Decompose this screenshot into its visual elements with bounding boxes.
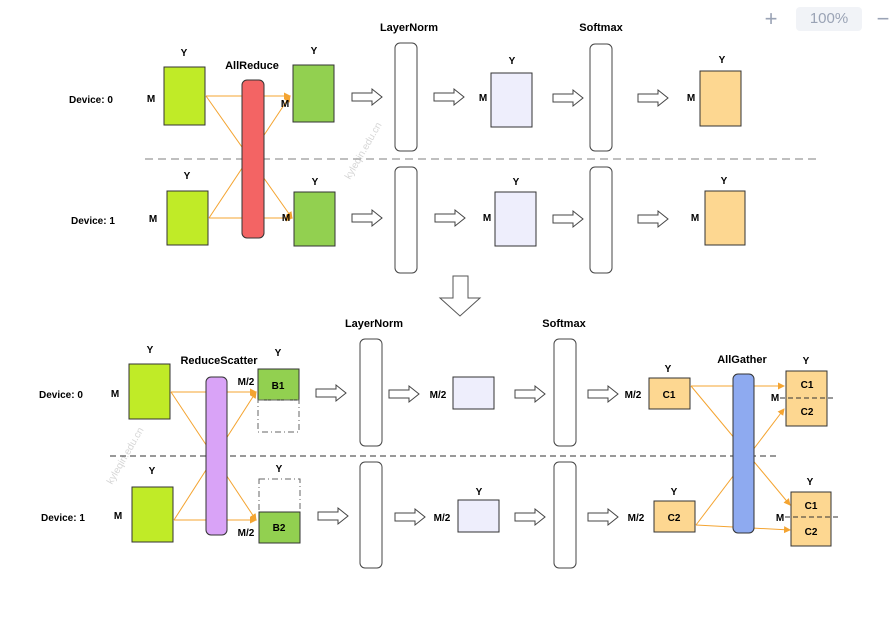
layernorm-bar-device-1 [394, 166, 418, 274]
gathered-c2-label: C2 [805, 527, 818, 538]
watermark-top: kyleqin.edu.cn [343, 121, 384, 182]
gathered-c2-label: C2 [801, 407, 814, 418]
shard-b2-empty-half [258, 478, 301, 513]
softmax-output-device-1 [704, 190, 746, 246]
shard-b1-block [257, 368, 300, 401]
allgather-label: AllGather [717, 354, 767, 366]
zoom-in-button[interactable]: + [758, 6, 784, 32]
reducescatter-bar [205, 376, 228, 536]
device-0-label: Device: 0 [69, 95, 113, 106]
input-y-label: Y [184, 171, 191, 182]
hollow-arrows-bottom [315, 383, 619, 527]
layernorm-out-m-label: M [483, 213, 491, 224]
c-y-label: Y [665, 364, 672, 375]
c-m2-label: M/2 [628, 513, 645, 524]
input-y-label: Y [181, 48, 188, 59]
layernorm-output-device-0 [490, 72, 533, 128]
output-y-label: Y [312, 177, 319, 188]
transition-down-arrow [438, 275, 482, 317]
zoom-out-button[interactable]: − [870, 6, 896, 32]
shard-b2-label: B2 [273, 523, 286, 534]
gathered-c1-label: C1 [801, 380, 814, 391]
layernorm-bar-device-0 [394, 42, 418, 152]
softmax-bar-device-0 [589, 43, 613, 152]
gathered-y-label: Y [807, 477, 814, 488]
output-y-label: Y [311, 46, 318, 57]
minus-icon: − [876, 6, 890, 31]
layernorm-out-y-label: Y [476, 487, 483, 498]
c1-block [648, 377, 691, 410]
layernorm-out-y-label: Y [513, 177, 520, 188]
input-y-label: Y [147, 345, 154, 356]
allgather-bar [732, 373, 755, 534]
softmax-output-device-0 [699, 70, 742, 127]
layernorm-out-m2-label: M/2 [434, 513, 451, 524]
softmax-bar-device-1 [553, 461, 577, 569]
input-m-label: M [149, 214, 157, 225]
input-block-device-1 [166, 190, 209, 246]
c-m2-label: M/2 [625, 390, 642, 401]
input-block-device-1 [131, 486, 174, 543]
input-m-label: M [147, 94, 155, 105]
c1-label: C1 [663, 390, 676, 401]
input-block-device-0 [163, 66, 206, 126]
input-m-label: M [114, 511, 122, 522]
softmax-label: Softmax [542, 318, 586, 330]
layernorm-output-device-1 [494, 191, 537, 247]
gathered-c1-label: C1 [805, 501, 818, 512]
input-block-device-0 [128, 363, 171, 420]
shard-y-label: Y [275, 348, 282, 359]
gathered-y-label: Y [803, 356, 810, 367]
layernorm-bar-device-0 [359, 338, 383, 447]
layernorm-out-m-label: M [479, 93, 487, 104]
output-m-label: M [282, 213, 290, 224]
allreduce-output-device-1 [293, 191, 336, 247]
layernorm-out-m2-label: M/2 [430, 390, 447, 401]
layernorm-out-y-label: Y [509, 56, 516, 67]
softmax-out-m-label: M [691, 213, 699, 224]
zoom-toolbar: + 100% − [758, 6, 896, 32]
layernorm-label: LayerNorm [380, 22, 438, 34]
shard-b2-block [258, 511, 301, 544]
allreduce-label: AllReduce [225, 60, 279, 72]
shard-m2-label: M/2 [238, 377, 255, 388]
layernorm-bar-device-1 [359, 461, 383, 569]
input-y-label: Y [149, 466, 156, 477]
softmax-label: Softmax [579, 22, 623, 34]
device-1-label: Device: 1 [41, 513, 85, 524]
shard-b1-label: B1 [272, 381, 285, 392]
hollow-arrows-top [351, 87, 669, 229]
c2-block [653, 500, 696, 533]
input-m-label: M [111, 389, 119, 400]
shard-y-label: Y [276, 464, 283, 475]
zoom-level-display: 100% [796, 7, 862, 31]
reducescatter-label: ReduceScatter [180, 355, 258, 367]
softmax-bar-device-1 [589, 166, 613, 274]
shard-m2-label: M/2 [238, 528, 255, 539]
plus-icon: + [764, 6, 778, 31]
allreduce-output-device-0 [292, 64, 335, 123]
gathered-m-label: M [771, 393, 779, 404]
output-m-label: M [281, 99, 289, 110]
device-1-label: Device: 1 [71, 216, 115, 227]
softmax-out-y-label: Y [721, 176, 728, 187]
softmax-out-y-label: Y [719, 55, 726, 66]
softmax-out-m-label: M [687, 93, 695, 104]
device-0-label: Device: 0 [39, 390, 83, 401]
allreduce-bar [241, 79, 265, 239]
layernorm-output-device-0 [452, 376, 495, 410]
c-y-label: Y [671, 487, 678, 498]
c2-label: C2 [668, 513, 681, 524]
gathered-output-device-1 [790, 491, 832, 547]
shard-b1-empty-half [257, 399, 300, 433]
softmax-bar-device-0 [553, 338, 577, 447]
gathered-m-label: M [776, 513, 784, 524]
layernorm-output-device-1 [457, 499, 500, 533]
layernorm-label: LayerNorm [345, 318, 403, 330]
